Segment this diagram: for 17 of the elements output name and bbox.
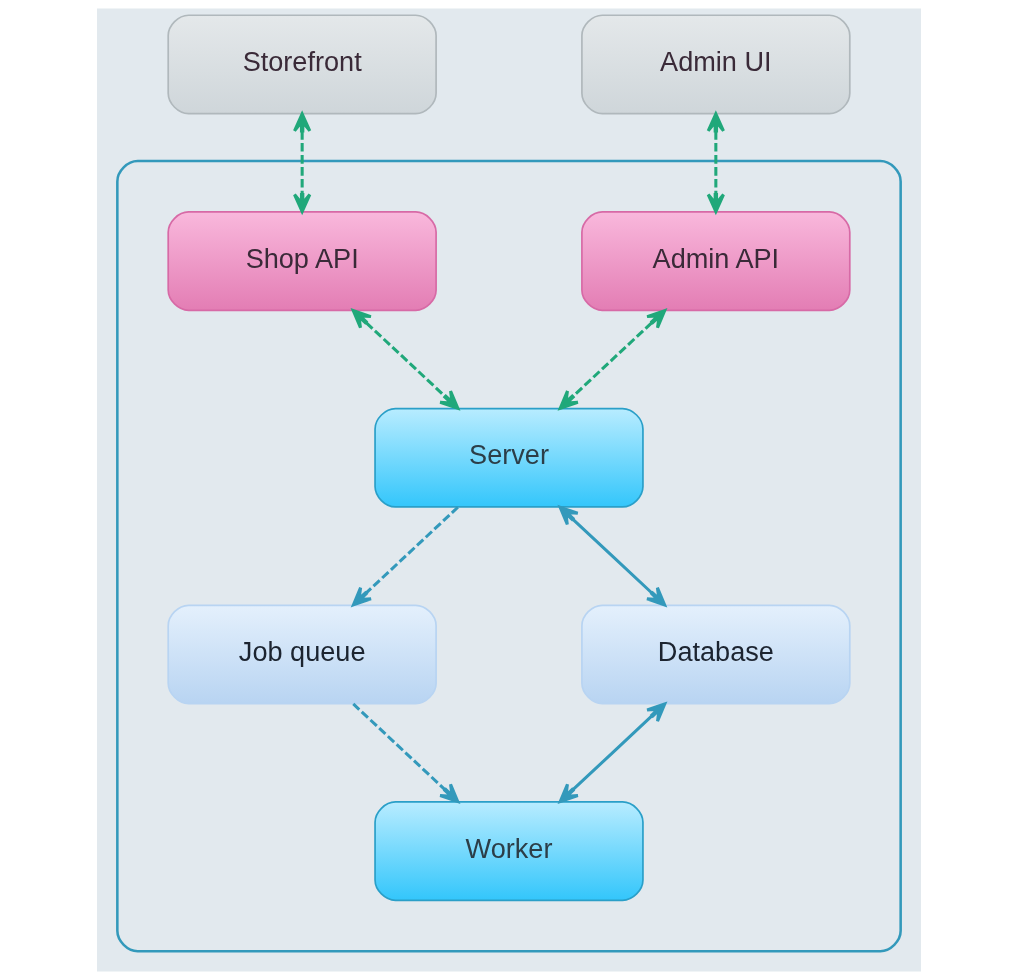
arrow	[558, 309, 667, 410]
node-box: Admin UI	[581, 14, 851, 115]
node-box: Worker	[374, 801, 644, 902]
cluster	[116, 159, 902, 953]
node-box: Server	[374, 407, 644, 508]
node-box: Storefront	[167, 14, 437, 115]
node-box: Shop API	[167, 211, 437, 312]
node-box: Database	[581, 604, 851, 705]
arrow	[558, 702, 667, 804]
arrow	[352, 702, 460, 804]
arrow	[706, 112, 725, 214]
node-box: Job queue	[167, 604, 437, 705]
node-box: Admin API	[581, 211, 851, 312]
arrow	[558, 505, 667, 607]
arrow	[351, 309, 460, 410]
arrow	[351, 506, 459, 607]
arrow	[293, 112, 312, 214]
